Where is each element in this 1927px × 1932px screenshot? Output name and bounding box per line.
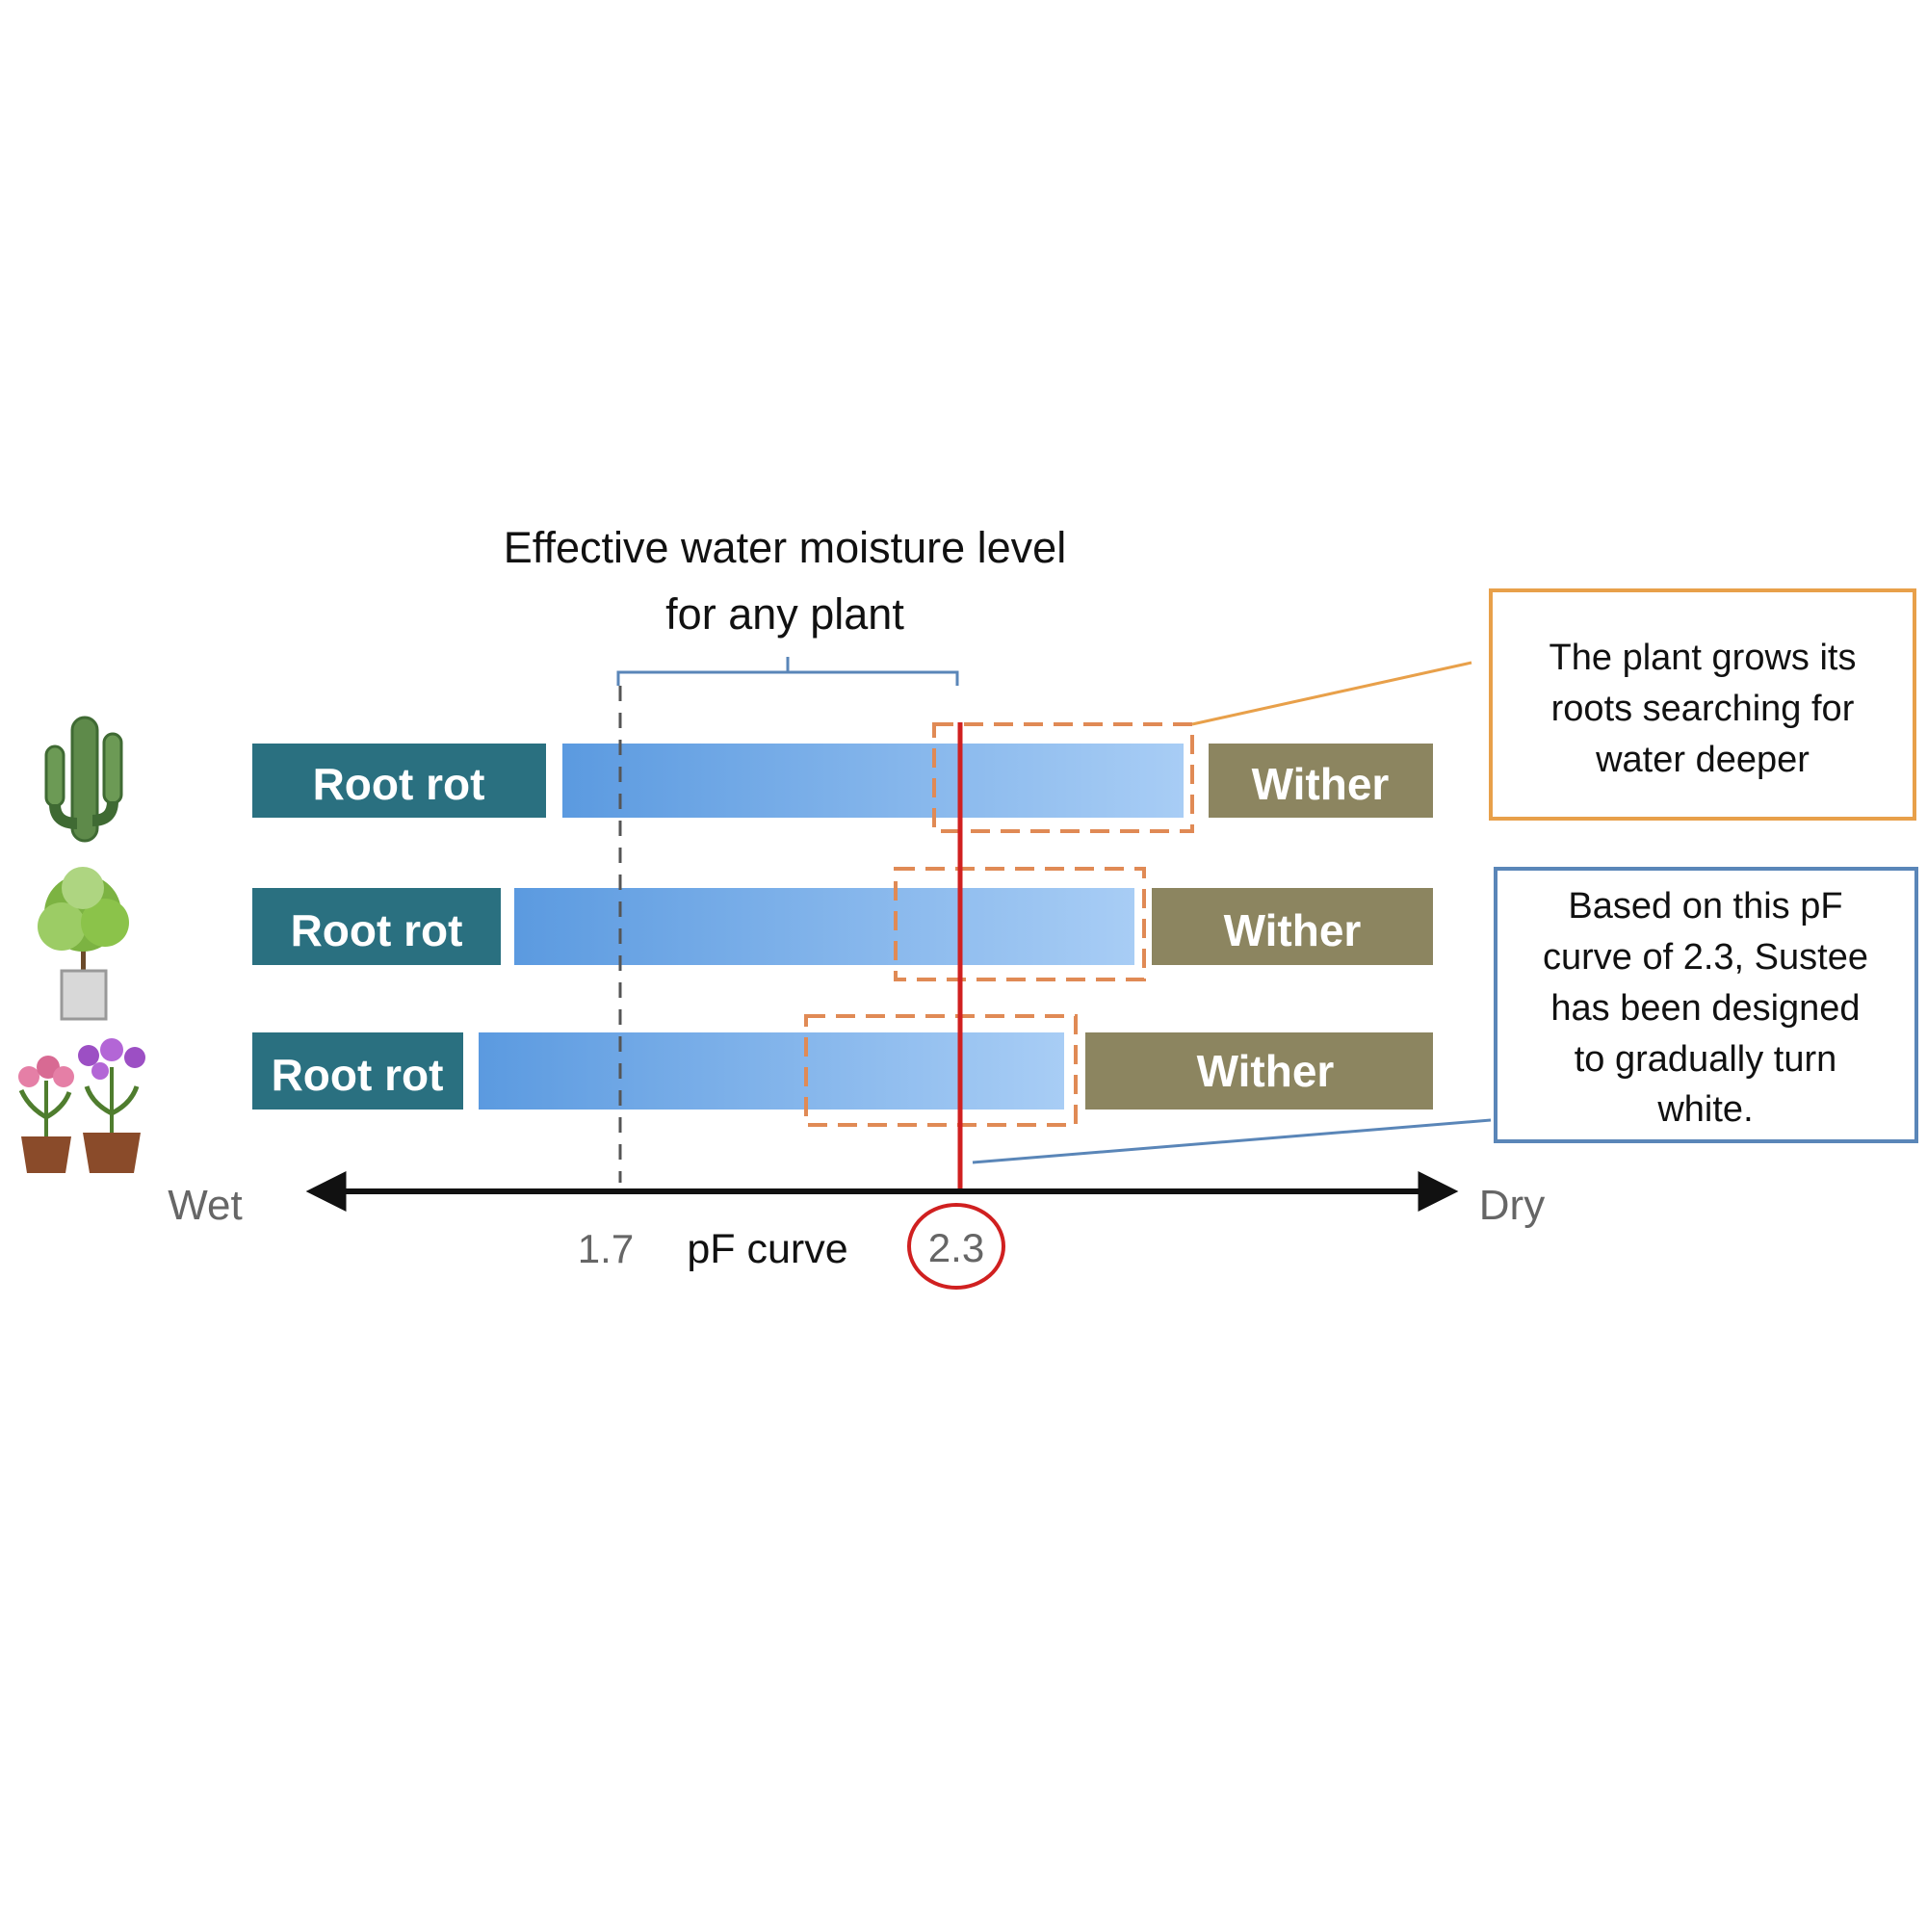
wither-bar-1 (1209, 744, 1433, 818)
design-callout-line-1: Based on this pF (1568, 886, 1842, 927)
dry-label: Dry (1479, 1182, 1545, 1229)
tick-label-1-7: 1.7 (578, 1226, 634, 1271)
root-rot-label-1: Root rot (313, 759, 485, 809)
title-line-1: Effective water moisture level (504, 523, 1066, 572)
roots-callout-line-3: water deeper (1595, 740, 1810, 780)
root-rot-label-2: Root rot (291, 905, 463, 955)
design-callout-box (1494, 867, 1918, 1143)
effective-bar-1 (562, 744, 1184, 818)
transition-zone-2 (894, 867, 1146, 981)
effective-bar-3 (479, 1032, 1064, 1110)
cactus-icon (44, 716, 123, 843)
transition-zone-3 (804, 1014, 1078, 1127)
wither-label-3: Wither (1197, 1046, 1335, 1096)
title-line-2: for any plant (665, 589, 904, 639)
potted-tree-icon (38, 867, 129, 1021)
effective-bar-2 (514, 888, 1134, 965)
roots-callout-line-1: The plant grows its (1549, 638, 1857, 678)
design-callout-leader (972, 1118, 1492, 1164)
design-callout-line-5: white. (1656, 1089, 1753, 1130)
root-rot-bar-1 (252, 744, 546, 818)
effective-range-bracket (616, 657, 959, 686)
design-callout-line-3: has been designed (1550, 988, 1860, 1029)
roots-callout-line-2: roots searching for (1551, 689, 1855, 729)
roots-callout-box (1489, 588, 1916, 821)
root-rot-label-3: Root rot (272, 1050, 444, 1100)
flower-pots-icon (18, 1038, 145, 1173)
design-callout-line-4: to gradually turn (1575, 1039, 1837, 1080)
pf-2-3-highlight-circle (907, 1203, 1005, 1290)
roots-callout-leader (1191, 661, 1472, 726)
root-rot-bar-3 (252, 1032, 463, 1110)
wither-label-2: Wither (1224, 905, 1362, 955)
wither-bar-3 (1085, 1032, 1433, 1110)
root-rot-bar-2 (252, 888, 501, 965)
wither-label-1: Wither (1252, 759, 1390, 809)
wet-label: Wet (168, 1182, 242, 1229)
axis-title: pF curve (687, 1226, 847, 1272)
transition-zone-1 (932, 722, 1194, 833)
design-callout-line-2: curve of 2.3, Sustee (1543, 937, 1868, 978)
tick-label-2-3: 2.3 (928, 1225, 984, 1270)
wither-bar-2 (1152, 888, 1433, 965)
